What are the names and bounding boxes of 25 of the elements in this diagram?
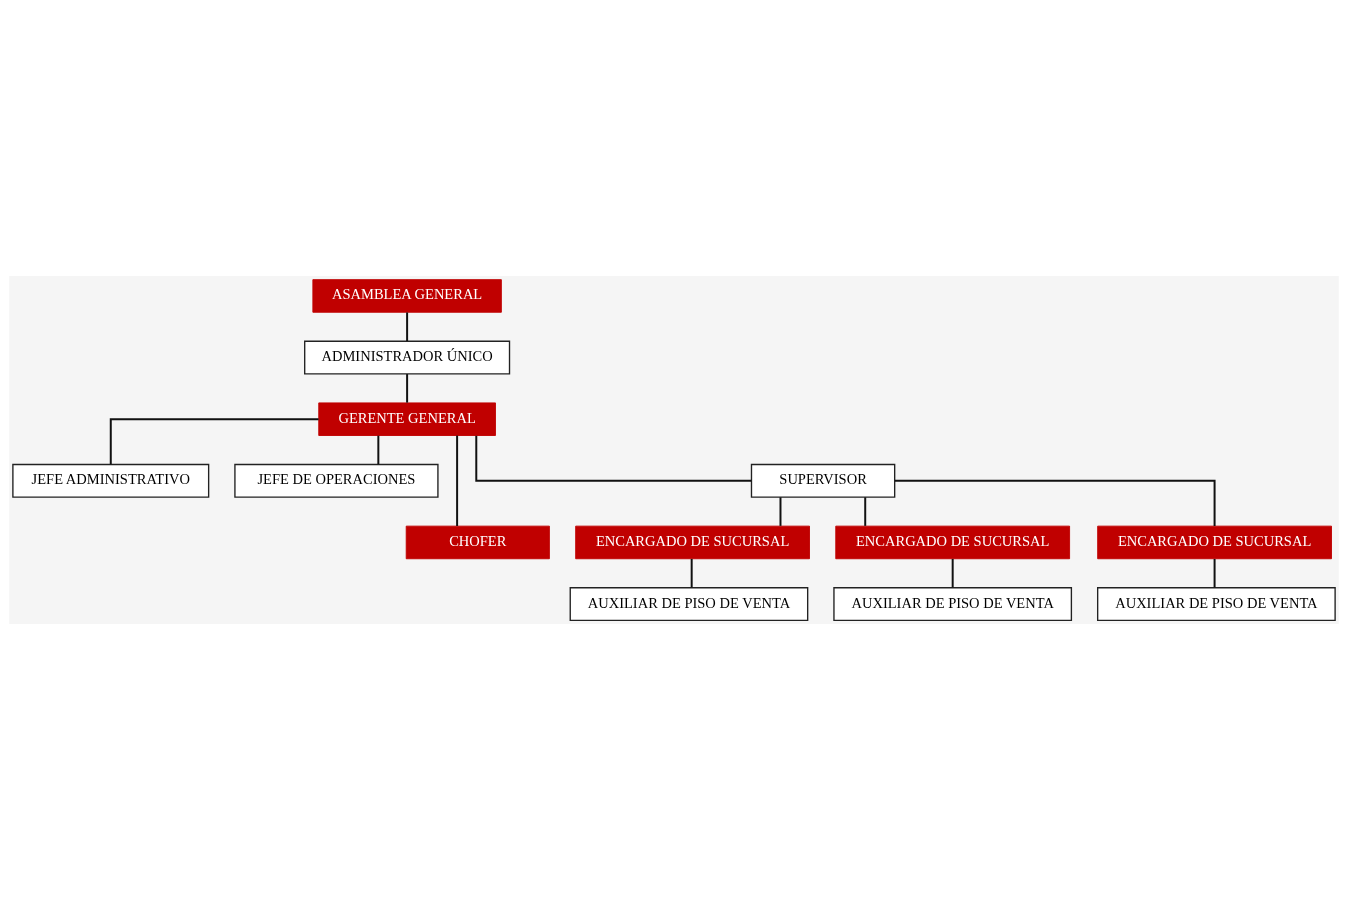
node-box: ASAMBLEA GENERAL <box>312 278 502 313</box>
node-box: AUXILIAR DE PISO DE VENTA <box>569 586 809 621</box>
node-box: ENCARGADO DE SUCURSAL <box>575 525 810 559</box>
node-box: JEFE DE OPERACIONES <box>234 463 439 498</box>
connector <box>951 557 954 588</box>
connector <box>456 434 459 527</box>
node-box: JEFE ADMINISTRATIVO <box>12 463 210 498</box>
node-box: AUXILIAR DE PISO DE VENTA <box>833 586 1073 621</box>
node-box: ENCARGADO DE SUCURSAL <box>1097 525 1332 559</box>
node-box: ENCARGADO DE SUCURSAL <box>835 525 1071 559</box>
connector <box>475 434 753 482</box>
node-box: ADMINISTRADOR ÚNICO <box>304 340 511 375</box>
connector <box>690 557 693 588</box>
connector <box>864 495 867 527</box>
connector <box>406 372 409 404</box>
node-box: SUPERVISOR <box>750 463 896 498</box>
connector <box>406 310 409 342</box>
node-box: AUXILIAR DE PISO DE VENTA <box>1097 586 1336 621</box>
node-box: GERENTE GENERAL <box>318 401 496 436</box>
connector <box>893 479 1216 527</box>
node-box: CHOFER <box>405 525 550 559</box>
connector <box>109 417 320 465</box>
connector <box>1213 557 1216 588</box>
connector <box>779 495 782 527</box>
connector <box>377 434 380 465</box>
